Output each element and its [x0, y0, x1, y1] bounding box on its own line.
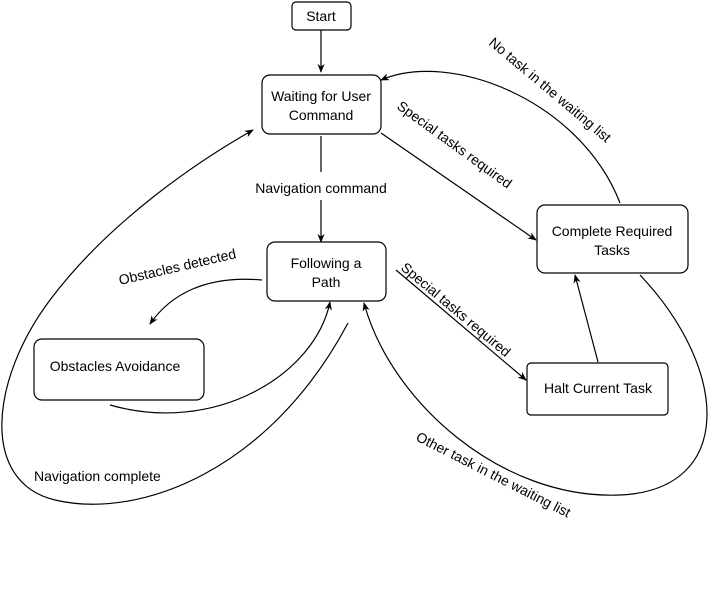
node-waiting-label-line2: Command: [289, 107, 354, 123]
edge-waiting-to-complete: [380, 132, 537, 241]
node-start: Start: [291, 1, 352, 31]
node-complete-label-line2: Tasks: [594, 242, 630, 258]
node-waiting-for-user-command: Waiting for User Command: [261, 74, 382, 135]
edge-label-special-tasks-2: Special tasks required: [398, 259, 514, 360]
node-following-label-line2: Path: [312, 274, 341, 290]
node-complete-label-line1: Complete Required: [552, 223, 673, 239]
edge-label-no-task: No task in the waiting list: [486, 34, 614, 145]
edge-obstacles-to-following: [109, 301, 332, 414]
edge-following-to-waiting: [1, 129, 349, 505]
node-halt-label: Halt Current Task: [544, 380, 653, 396]
edge-following-to-obstacles: [149, 278, 263, 325]
node-complete-required-tasks: Complete Required Tasks: [536, 204, 689, 274]
edge-complete-to-following: [362, 274, 708, 496]
edge-label-special-tasks-1: Special tasks required: [394, 97, 515, 191]
edge-label-navigation-command: Navigation command: [255, 180, 387, 196]
node-start-label: Start: [306, 8, 336, 24]
node-obstacles-avoidance: Obstacles Avoidance: [33, 338, 205, 401]
edge-halt-to-complete: [573, 274, 599, 363]
edge-following-to-halt: [395, 269, 527, 381]
node-following-label-line1: Following a: [291, 255, 362, 271]
edge-label-navigation-complete: Navigation complete: [34, 468, 161, 484]
node-waiting-label-line1: Waiting for User: [271, 88, 371, 104]
edge-complete-to-waiting: [380, 70, 621, 204]
node-obstacles-label: Obstacles Avoidance: [50, 358, 181, 374]
node-following-a-path: Following a Path: [266, 241, 387, 302]
edge-label-other-task: Other task in the waiting list: [414, 428, 574, 520]
node-halt-current-task: Halt Current Task: [526, 362, 669, 416]
